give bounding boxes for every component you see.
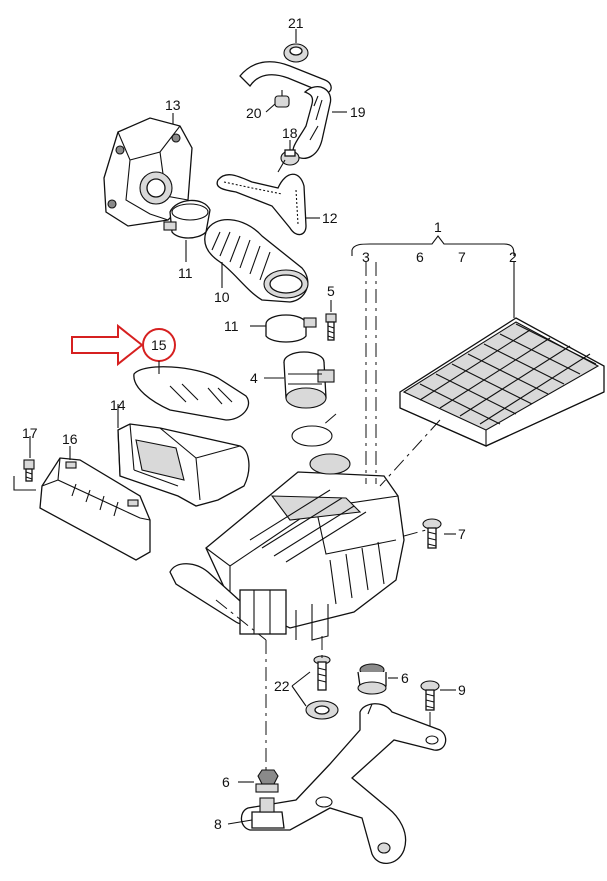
callout-10: 10	[214, 289, 230, 305]
callout-17: 17	[22, 425, 38, 441]
part-16-side-duct	[39, 457, 151, 561]
callout-12: 12	[322, 210, 338, 226]
part-5-screw	[325, 313, 337, 341]
callout-20: 20	[246, 105, 262, 121]
callout-4: 4	[250, 370, 258, 386]
callout-16: 16	[62, 431, 78, 447]
callout-22: 22	[274, 678, 290, 694]
callout-6-top: 6	[416, 249, 424, 265]
callout-11-top: 11	[178, 265, 193, 281]
callout-15: 15	[151, 337, 167, 353]
highlight-arrow	[71, 323, 144, 367]
callout-9: 9	[458, 682, 466, 698]
callout-19: 19	[350, 104, 366, 120]
part-8-mount-pin	[251, 797, 285, 829]
callout-1: 1	[434, 219, 442, 235]
part-3-filter-housing	[169, 453, 405, 641]
part-7-screw	[422, 518, 442, 549]
part-11-clamp-mid	[265, 314, 317, 343]
callout-8: 8	[214, 816, 222, 832]
part-19-breather-hose	[239, 61, 332, 159]
part-6-rubber-mount	[357, 663, 387, 695]
callout-3: 3	[362, 249, 370, 265]
callout-14: 14	[110, 397, 126, 413]
callout-13: 13	[165, 97, 181, 113]
callout-18: 18	[282, 125, 298, 141]
part-22-bolt-grommet	[305, 655, 339, 720]
seal-ring	[291, 425, 333, 447]
callout-11-mid: 11	[224, 318, 239, 334]
mounting-bracket	[240, 703, 447, 864]
callout-2: 2	[509, 249, 517, 265]
part-20-clip	[274, 90, 290, 108]
part-2-filter-element	[399, 317, 605, 447]
part-10-intake-hose	[204, 219, 309, 303]
callout-21: 21	[288, 15, 304, 31]
part-14-air-duct	[117, 423, 250, 507]
callout-6-low: 6	[222, 774, 230, 790]
callout-6-mid: 6	[401, 670, 409, 686]
part-21-cap	[283, 43, 309, 63]
callout-7-top: 7	[458, 249, 466, 265]
callout-7-side: 7	[458, 526, 466, 542]
part-18-clamp	[280, 149, 300, 166]
callout-5: 5	[327, 283, 335, 299]
part-15-insert	[133, 366, 250, 421]
part-4-air-mass-meter	[283, 351, 335, 409]
part-13-throttle-body	[103, 117, 193, 227]
part-12-gasket	[216, 173, 307, 236]
part-6-nut-low	[255, 769, 279, 793]
part-11-clamp-top	[163, 199, 211, 239]
part-17-screw	[23, 459, 35, 482]
part-9-bolt	[420, 680, 440, 711]
